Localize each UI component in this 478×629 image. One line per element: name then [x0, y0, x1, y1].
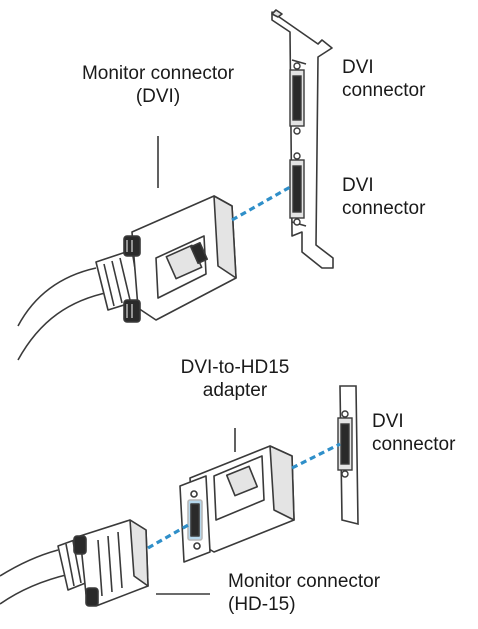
- dashed-link-top: [232, 186, 292, 220]
- label-dvi-to-hd15-adapter: DVI-to-HD15 adapter: [150, 356, 320, 402]
- dvi-cable: [18, 268, 110, 360]
- label-dvi-connector-lower: DVI connector: [372, 410, 455, 456]
- label-dvi-connector-lower-line1: DVI: [372, 410, 455, 433]
- label-dvi-connector-middle-line2: connector: [342, 197, 425, 220]
- dvi-port-top: [290, 63, 304, 134]
- dashed-link-bottom-card: [292, 444, 340, 468]
- label-dvi-connector-middle-line1: DVI: [342, 174, 425, 197]
- label-monitor-connector-hd15: Monitor connector (HD-15): [228, 570, 380, 616]
- label-dvi-connector-lower-line2: connector: [372, 433, 455, 456]
- label-monitor-connector-dvi: Monitor connector (DVI): [62, 62, 254, 108]
- label-monitor-connector-hd15-line1: Monitor connector: [228, 570, 380, 593]
- label-monitor-connector-dvi-line1: Monitor connector: [62, 62, 254, 85]
- label-dvi-connector-top-line1: DVI: [342, 56, 425, 79]
- dvi-monitor-connector: [96, 196, 236, 322]
- label-dvi-connector-middle: DVI connector: [342, 174, 425, 220]
- label-monitor-connector-hd15-line2: (HD-15): [228, 593, 380, 616]
- dvi-port-bottom: [290, 153, 304, 225]
- label-dvi-to-hd15-adapter-line2: adapter: [150, 379, 320, 402]
- label-dvi-to-hd15-adapter-line1: DVI-to-HD15: [150, 356, 320, 379]
- label-dvi-connector-top-line2: connector: [342, 79, 425, 102]
- label-dvi-connector-top: DVI connector: [342, 56, 425, 102]
- label-monitor-connector-dvi-line2: (DVI): [62, 85, 254, 108]
- dvi-port-lower: [338, 411, 352, 477]
- hd15-monitor-connector: [58, 520, 148, 606]
- graphics-card-bracket-top: [272, 10, 333, 268]
- dvi-to-hd15-adapter: [180, 446, 294, 562]
- hd15-cable: [0, 550, 70, 604]
